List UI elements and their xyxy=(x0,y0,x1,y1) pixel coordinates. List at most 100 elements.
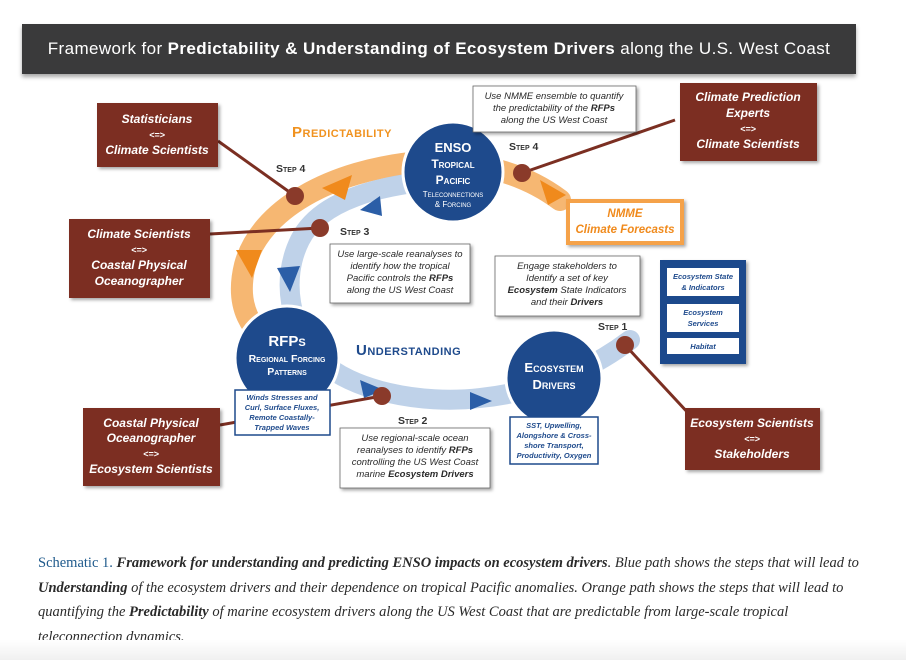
ecosystem-stakeholders-line-3: Stakeholders xyxy=(714,447,790,461)
step2-desc-line-2: reanalyses to identify RFPs xyxy=(357,445,473,456)
bottom-shade xyxy=(0,640,906,660)
nmme-line-2: Climate Forecasts xyxy=(575,224,674,236)
enso-line-2: Tropical xyxy=(431,157,474,171)
statisticians-line-1: Statisticians xyxy=(122,112,193,126)
step4-desc-line-2: the predictability of the RFPs xyxy=(493,103,615,114)
climate-coastal-box xyxy=(69,219,210,298)
ecosystem-stakeholders-line-2: <=> xyxy=(744,434,761,444)
title-part-3: along the U.S. West Coast xyxy=(615,39,831,58)
climate-coastal-line-2: <=> xyxy=(131,245,148,255)
step2-desc-line-3: controlling the US West Coast xyxy=(352,457,479,468)
blue-arrow-bottom-right-icon xyxy=(470,392,492,410)
step3-desc-line-1: Use large-scale reanalyses to xyxy=(337,249,462,260)
rfps-detail-line-4: Trapped Waves xyxy=(254,423,309,432)
step3-description-box xyxy=(329,243,471,304)
title-part-1: Framework for xyxy=(47,39,168,58)
indicator-item-3-box xyxy=(667,338,739,354)
step1-label: Step 1 xyxy=(598,321,628,333)
step4-desc-line-3: along the US West Coast xyxy=(501,115,608,126)
step2-desc-line-1: Use regional-scale ocean xyxy=(361,433,468,444)
indicator-item-1-line-2: & Indicators xyxy=(681,283,724,292)
rfps-line-3: Patterns xyxy=(267,366,307,378)
caption-body: . Blue path shows the steps that will le… xyxy=(38,555,859,645)
blue-arrow-left-icon xyxy=(277,266,300,292)
step4-left-label: Step 4 xyxy=(276,163,306,175)
step3-label: Step 3 xyxy=(340,226,370,238)
climate-prediction-line-3: <=> xyxy=(740,124,757,134)
step2-label: Step 2 xyxy=(398,415,428,427)
enso-sub-2: & Forcing xyxy=(435,200,472,209)
climate-prediction-line-1: Climate Prediction xyxy=(695,90,800,104)
step3-desc-line-3: Pacific controls the RFPs xyxy=(347,273,454,284)
indicator-item-1-line-1: Ecosystem State xyxy=(673,272,733,281)
drivers-detail-line-4: Productivity, Oxygen xyxy=(517,451,592,460)
statisticians-line-2: <=> xyxy=(149,130,166,140)
coastal-ecosystem-line-2: Oceanographer xyxy=(107,431,197,445)
coastal-ecosystem-line-4: Ecosystem Scientists xyxy=(89,462,213,476)
orange-arrow-right-icon xyxy=(540,180,566,205)
step4-description-box xyxy=(472,85,637,133)
indicator-item-1-box xyxy=(667,268,739,296)
step1-dot xyxy=(616,336,634,354)
indicator-item-2-line-2: Services xyxy=(688,319,719,328)
ecosystem-stakeholders-line-1: Ecosystem Scientists xyxy=(690,416,814,430)
step1-desc-line-4: and their Drivers xyxy=(531,297,603,308)
caption-bold-title: Framework for understanding and predicti… xyxy=(116,555,608,571)
rfps-detail-line-3: Remote Coastally- xyxy=(249,413,315,422)
climate-coastal-line-4: Oceanographer xyxy=(95,274,185,288)
step2-dot xyxy=(373,387,391,405)
coastal-ecosystem-line-3: <=> xyxy=(143,449,160,459)
orange-arrow-left-icon xyxy=(236,250,262,278)
step3-desc-line-4: along the US West Coast xyxy=(347,285,454,296)
statisticians-line-3: Climate Scientists xyxy=(105,143,209,157)
step1-desc-line-1: Engage stakeholders to xyxy=(517,261,617,272)
figure-caption: Schematic 1. Framework for understanding… xyxy=(38,551,868,649)
drivers-detail-box xyxy=(509,416,599,465)
framework-diagram: Step 4 Step 4 Step 3 Step 2 Step 1 Predi… xyxy=(69,83,820,489)
step4-desc-line-1: Use NMME ensemble to quantify xyxy=(485,91,625,102)
step3-dot xyxy=(311,219,329,237)
climate-prediction-box xyxy=(680,83,817,161)
indicator-item-3-line-1: Habitat xyxy=(690,342,716,351)
indicator-item-2-box xyxy=(667,304,739,332)
rfps-line-1: RFPs xyxy=(268,333,305,350)
step3-desc-line-2: identify how the tropical xyxy=(350,261,450,272)
ecosystem-stakeholders-box xyxy=(685,408,820,470)
nmme-box xyxy=(566,199,684,245)
rfps-detail-line-1: Winds Stresses and xyxy=(246,393,318,402)
orange-arrow-top-icon xyxy=(322,175,352,200)
step4-right-dot xyxy=(513,164,531,182)
enso-line-1: ENSO xyxy=(435,140,472,155)
climate-coastal-line-1: Climate Scientists xyxy=(87,227,191,241)
ecosystem-line-1: Ecosystem xyxy=(524,360,583,375)
step4-right-label: Step 4 xyxy=(509,141,539,153)
step1-description-box xyxy=(494,255,641,317)
understanding-label: Understanding xyxy=(356,342,461,359)
step2-desc-line-4: marine Ecosystem Drivers xyxy=(356,469,473,480)
drivers-detail-line-2: Alongshore & Cross- xyxy=(515,431,592,440)
statisticians-box xyxy=(97,103,218,167)
rfps-line-2: Regional Forcing xyxy=(249,353,326,365)
rfps-detail-box xyxy=(234,389,331,436)
figure-title-bar: Framework for Predictability & Understan… xyxy=(22,24,856,74)
enso-circle xyxy=(401,120,505,224)
step2-description-box xyxy=(339,427,491,489)
step1-desc-line-2: Identify a set of key xyxy=(526,273,609,284)
enso-sub-1: Teleconnections xyxy=(423,190,484,199)
drivers-detail-line-3: shore Transport, xyxy=(524,441,583,450)
climate-prediction-line-2: Experts xyxy=(726,106,770,120)
caption-lead: Schematic 1. xyxy=(38,555,117,571)
step4-left-dot xyxy=(286,187,304,205)
drivers-detail-line-1: SST, Upwelling, xyxy=(526,421,582,430)
coastal-ecosystem-line-1: Coastal Physical xyxy=(103,416,199,430)
indicator-item-2-line-1: Ecosystem xyxy=(683,308,723,317)
title-part-2: Predictability & Understanding of Ecosys… xyxy=(167,39,616,58)
nmme-line-1: NMME xyxy=(607,208,642,220)
climate-prediction-line-4: Climate Scientists xyxy=(696,137,800,151)
coastal-ecosystem-box xyxy=(83,408,220,486)
predictability-label: Predictability xyxy=(292,124,392,141)
ecosystem-line-2: Drivers xyxy=(533,377,576,392)
rfps-detail-line-2: Curl, Surface Fluxes, xyxy=(245,403,320,412)
enso-line-3: Pacific xyxy=(436,173,471,187)
